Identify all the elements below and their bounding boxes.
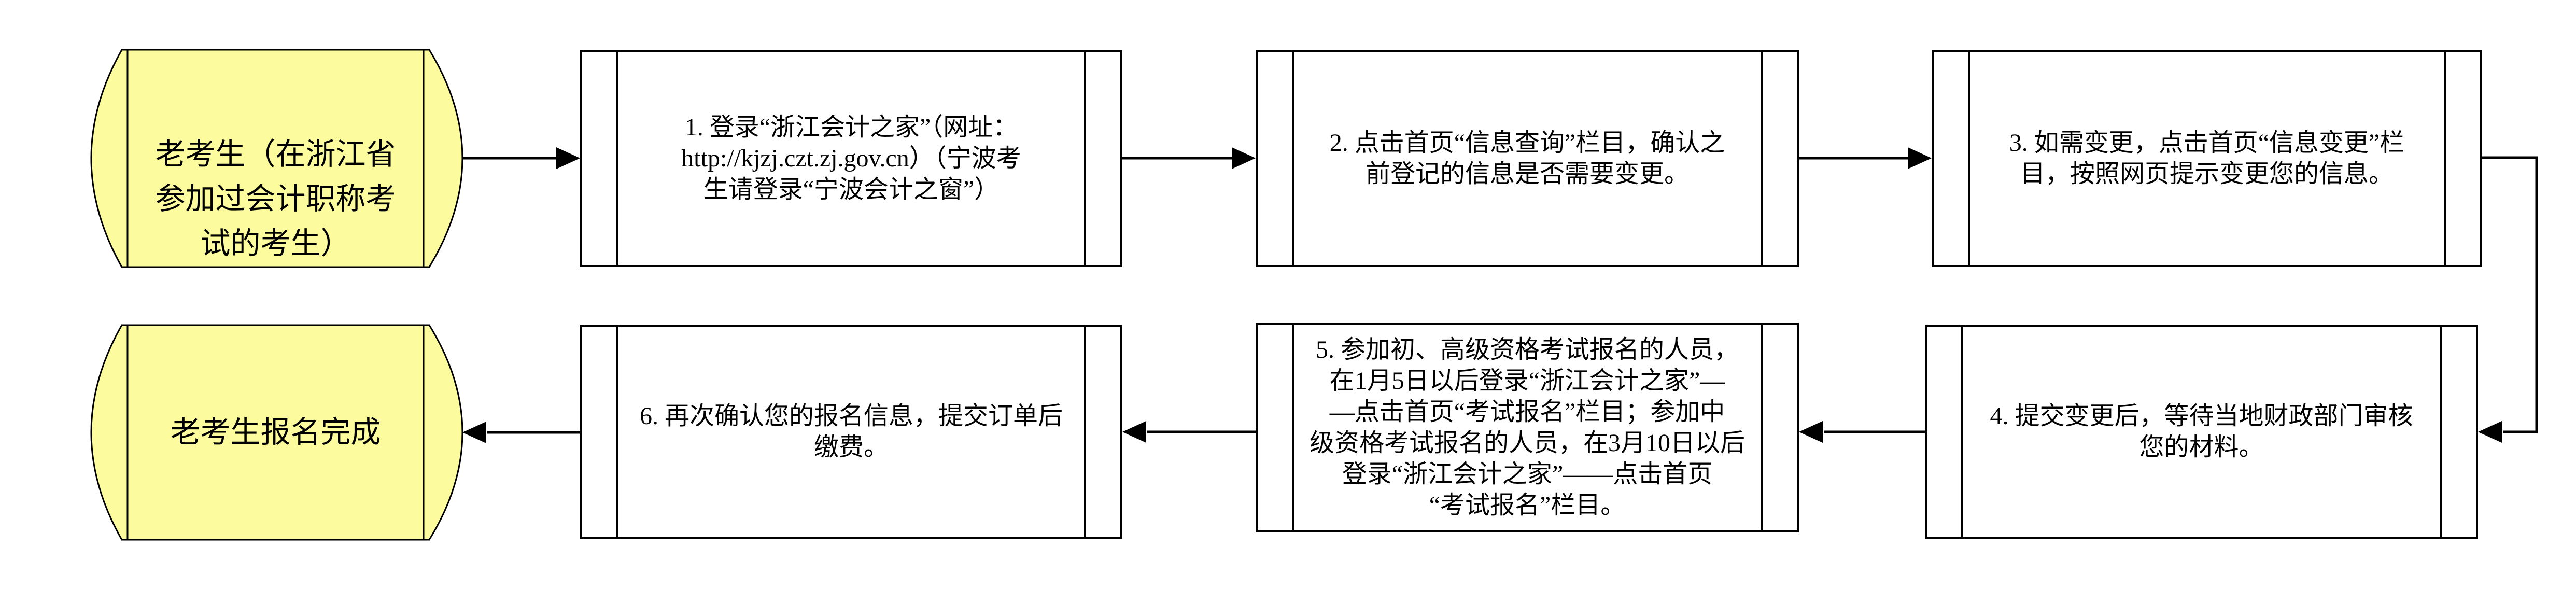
end-label-line: 老考生报名完成 <box>170 415 381 449</box>
step5-text-line: “考试报名”栏目。 <box>1429 492 1626 519</box>
step5-text-line: 登录“浙江会计之家”——点击首页 <box>1342 460 1713 488</box>
connector-step3-to-step4 <box>2482 156 2538 433</box>
process-box-step2: 2. 点击首页“信息查询”栏目，确认之 前登记的信息是否需要变更。 <box>1256 50 1799 267</box>
step3-text-line: 目，按照网页提示变更您的信息。 <box>2020 160 2394 188</box>
arrowhead-step5-to-step6 <box>1122 421 1146 443</box>
arrowhead-step4-to-step5 <box>1799 421 1823 443</box>
process-box-step4: 4. 提交变更后，等待当地财政部门审核 您的材料。 <box>1925 325 2478 539</box>
start-label-line: 试的考生） <box>200 227 351 260</box>
step4-text: 4. 提交变更后，等待当地财政部门审核 您的材料。 <box>1964 327 2439 537</box>
process-box-step3: 3. 如需变更，点击首页“信息变更”栏 目，按照网页提示变更您的信息。 <box>1932 50 2482 267</box>
start-terminal-shape <box>90 49 463 268</box>
process-box-inner-line-right <box>1084 327 1086 537</box>
arrowhead-step3-to-step4 <box>2478 421 2502 443</box>
step4-text-line: 您的材料。 <box>2139 433 2264 461</box>
process-box-inner-line-left <box>1292 325 1294 530</box>
arrowhead-step2-to-step3 <box>1908 147 1932 169</box>
step2-text-line: 前登记的信息是否需要变更。 <box>1365 160 1689 188</box>
process-box-step6: 6. 再次确认您的报名信息，提交订单后 缴费。 <box>580 325 1122 539</box>
arrowhead-step6-to-end <box>462 422 486 443</box>
step6-text-line: 缴费。 <box>813 433 889 461</box>
process-box-step5: 5. 参加初、高级资格考试报名的人员， 在1月5日以后登录“浙江会计之家”— —… <box>1256 323 1799 532</box>
process-box-inner-line-right <box>2440 327 2442 537</box>
step2-text: 2. 点击首页“信息查询”栏目，确认之 前登记的信息是否需要变更。 <box>1295 52 1759 265</box>
start-label-line: 参加过会计职称考 <box>155 182 396 216</box>
start-label-line: 老考生（在浙江省 <box>155 137 396 171</box>
step1-text: 1. 登录“浙江会计之家”（网址： http://kjzj.czt.zj.gov… <box>620 52 1083 265</box>
step1-text-line: 1. 登录“浙江会计之家”（网址： <box>684 113 1018 141</box>
process-box-inner-line-right <box>2444 52 2446 265</box>
process-box-step1: 1. 登录“浙江会计之家”（网址： http://kjzj.czt.zj.gov… <box>580 50 1122 267</box>
step5-text-line: 5. 参加初、高级资格考试报名的人员， <box>1315 336 1739 363</box>
step5-text: 5. 参加初、高级资格考试报名的人员， 在1月5日以后登录“浙江会计之家”— —… <box>1295 325 1759 530</box>
step3-text: 3. 如需变更，点击首页“信息变更”栏 目，按照网页提示变更您的信息。 <box>1971 52 2443 265</box>
step5-text-line: —点击首页“考试报名”栏目；参加中 <box>1329 398 1725 426</box>
process-box-inner-line-left <box>1961 327 1963 537</box>
step6-text: 6. 再次确认您的报名信息，提交订单后 缴费。 <box>620 327 1083 537</box>
step2-text-line: 2. 点击首页“信息查询”栏目，确认之 <box>1329 129 1725 157</box>
process-box-inner-line-left <box>616 52 618 265</box>
step4-text-line: 4. 提交变更后，等待当地财政部门审核 <box>1990 402 2413 430</box>
arrowhead-step1-to-step2 <box>1232 147 1256 169</box>
end-terminal-label: 老考生报名完成 <box>128 325 424 540</box>
process-box-inner-line-right <box>1761 52 1763 265</box>
step5-text-line: 在1月5日以后登录“浙江会计之家”— <box>1329 367 1725 395</box>
step1-text-line: http://kjzj.czt.zj.gov.cn）（宁波考 <box>681 144 1021 172</box>
process-box-inner-line-right <box>1084 52 1086 265</box>
start-terminal-label: 老考生（在浙江省 参加过会计职称考 试的考生） <box>128 132 424 266</box>
process-box-inner-line-left <box>616 327 618 537</box>
step3-text-line: 3. 如需变更，点击首页“信息变更”栏 <box>2009 129 2405 157</box>
process-box-inner-line-left <box>1292 52 1294 265</box>
end-terminal-shape <box>90 324 463 541</box>
step5-text-line: 级资格考试报名的人员，在3月10日以后 <box>1309 429 1745 457</box>
step6-text-line: 6. 再次确认您的报名信息，提交订单后 <box>639 402 1063 430</box>
process-box-inner-line-right <box>1761 325 1763 530</box>
process-box-inner-line-left <box>1968 52 1970 265</box>
arrowhead-start-to-step1 <box>556 147 580 169</box>
step1-text-line: 生请登录“宁波会计之窗”） <box>703 175 1000 203</box>
